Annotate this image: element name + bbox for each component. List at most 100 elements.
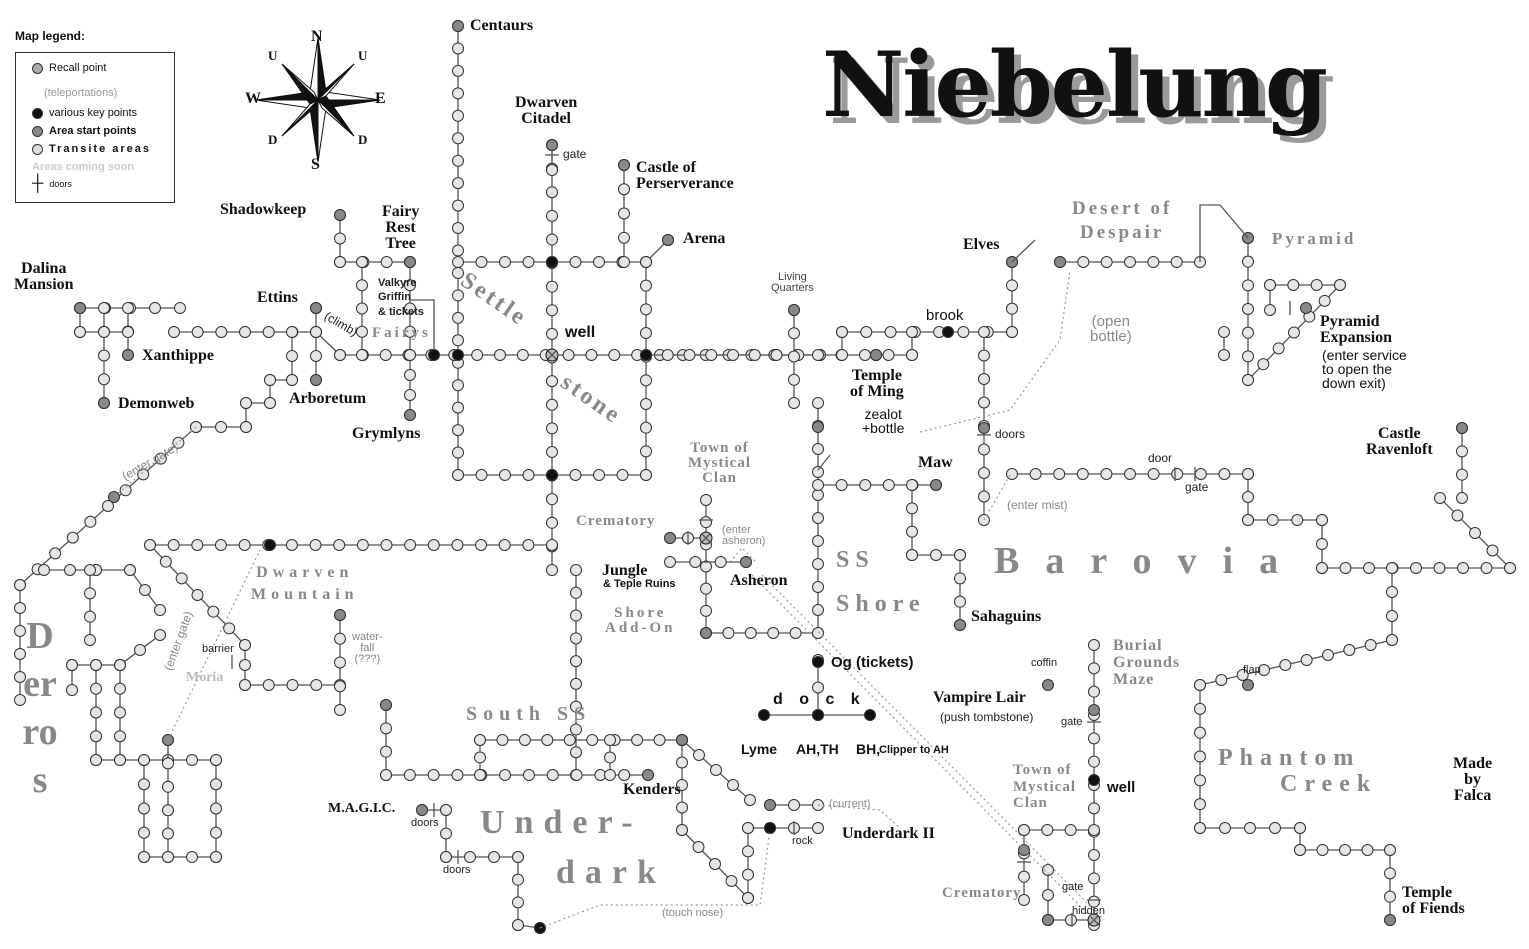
area-shore: Shore (836, 591, 926, 617)
transit-point (789, 627, 802, 639)
transit-point (452, 401, 464, 414)
transit-point (882, 479, 895, 491)
area-dwarven-mountain: Dwarven Mountain (251, 564, 359, 604)
transit-point (1242, 468, 1254, 480)
transit-point (207, 605, 220, 618)
transit-point (640, 256, 652, 268)
transit-point (906, 349, 918, 361)
transit-point (90, 754, 102, 766)
label-temple-ming: Temple of Ming (850, 367, 904, 400)
legend-teleport: (teleportations) (44, 87, 118, 99)
key-point (812, 656, 824, 668)
transit-point (239, 679, 251, 691)
compass-n: N (311, 28, 323, 45)
transit-point (1384, 867, 1396, 880)
legend-box: Recall point (teleportations) various ke… (15, 52, 175, 203)
transit-point (440, 804, 452, 816)
note-flap: flap (1243, 664, 1261, 676)
transit-point (1088, 662, 1100, 675)
transit-point (149, 302, 161, 314)
label-pyramid-note: (enter service to open the down exit) (1322, 347, 1407, 391)
legend-recall: Recall point (32, 61, 106, 75)
label-jungle: Jungle (602, 562, 648, 579)
transit-point (162, 827, 174, 840)
transit-point (1053, 468, 1066, 480)
key-point (764, 822, 776, 834)
transit-point (451, 769, 464, 781)
area-start-point (618, 159, 630, 171)
note-gate4: gate (1062, 881, 1084, 893)
transit-point (727, 779, 739, 791)
note-open-bottle: (open bottle) (1090, 313, 1132, 345)
transit-point (546, 769, 559, 781)
transit-point (191, 326, 204, 338)
transit-point (546, 493, 558, 506)
transit-point (162, 804, 174, 817)
transit-point (1218, 326, 1230, 338)
transit-point (1215, 674, 1228, 686)
transit-point (98, 373, 110, 386)
transit-point (767, 627, 780, 639)
transit-point (692, 841, 705, 853)
transit-point (1242, 303, 1254, 315)
transit-point (452, 311, 464, 324)
transit-point (494, 349, 506, 361)
key-point (264, 539, 276, 551)
transit-point (676, 756, 688, 769)
transit-point (334, 680, 346, 693)
transit-point (812, 489, 824, 501)
transit-point (1194, 750, 1206, 763)
transit-point (191, 539, 204, 551)
area-start-point (122, 349, 134, 361)
label-og: Og (tickets) (831, 654, 914, 671)
transit-point (788, 327, 800, 340)
transit-point (906, 549, 918, 561)
transit-point (427, 539, 440, 551)
transit-point (1006, 279, 1018, 292)
note-doors2: doors (411, 817, 439, 829)
transit-point (1291, 514, 1304, 526)
transit-point (640, 469, 652, 481)
transit-point (84, 587, 96, 600)
area-ss: SS (836, 547, 875, 573)
label-clipper: Clipper to AH (879, 744, 949, 756)
transit-point (172, 436, 185, 449)
recall-icon (32, 62, 43, 74)
transit-point (978, 467, 990, 479)
area-start-point (1042, 679, 1054, 691)
transit-point (137, 468, 150, 481)
transit-point (138, 826, 150, 839)
transit-point (1018, 894, 1030, 906)
area-start-point (404, 409, 416, 421)
transit-point (452, 154, 464, 167)
transit-point (541, 734, 554, 746)
transit-point (215, 421, 227, 433)
transit-point (380, 256, 393, 268)
transit-point (1088, 755, 1100, 768)
transit-point (954, 595, 966, 608)
transit-point (1147, 468, 1160, 480)
transit-point (957, 326, 970, 338)
legend-heading: Map legend: (15, 29, 86, 43)
transit-point (812, 581, 824, 593)
transit-point (812, 512, 824, 524)
transit-point (546, 422, 558, 435)
transit-point (66, 684, 78, 696)
transit-point (452, 222, 464, 235)
area-dark: dark (556, 854, 666, 891)
area-start-point (764, 799, 776, 811)
transit-point (1257, 358, 1270, 371)
transit-point (978, 326, 990, 338)
transit-point (725, 875, 738, 887)
area-start-point (1054, 256, 1066, 268)
transit-point (709, 858, 721, 870)
transit-point (570, 700, 582, 713)
transit-point (978, 443, 990, 456)
label-well2: well (1107, 779, 1136, 796)
transit-point (954, 572, 966, 585)
transit-point (586, 734, 599, 746)
transit-point (1363, 562, 1375, 574)
transit-point (676, 779, 688, 791)
transit-point (1018, 870, 1030, 883)
